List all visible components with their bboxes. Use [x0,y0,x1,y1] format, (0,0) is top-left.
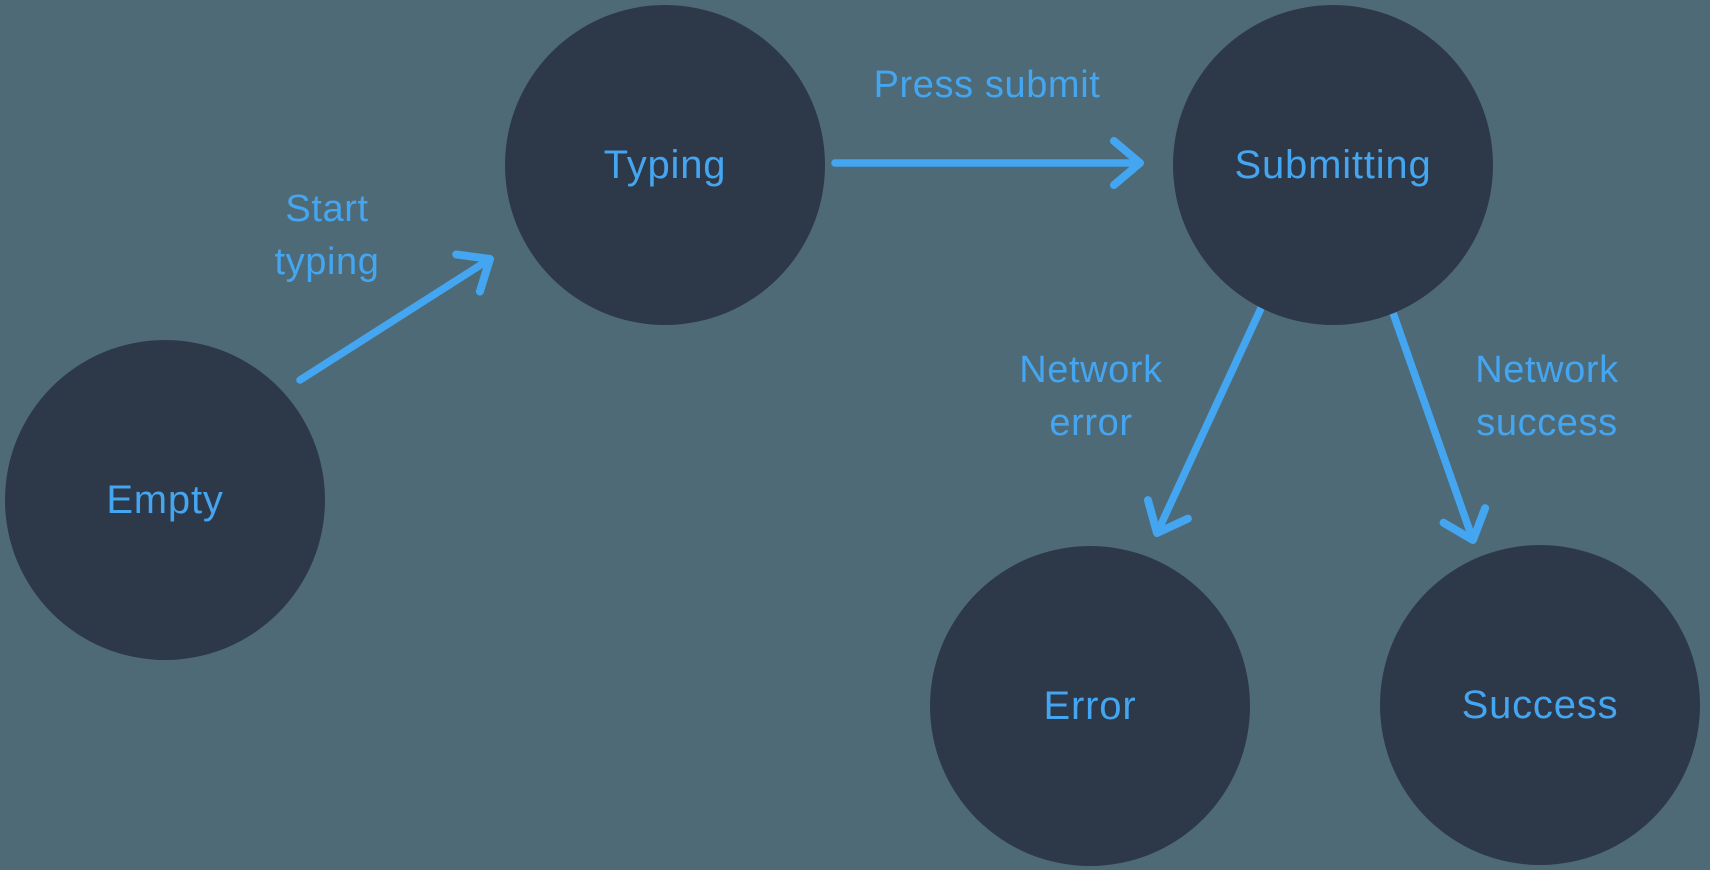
state-node-success: Success [1380,545,1700,865]
transition-label-press-submit: Press submit [873,64,1101,106]
transition-label-network-error: Network error [1019,349,1163,444]
transition-label-network-success: Network success [1475,349,1619,444]
state-node-typing: Typing [505,5,825,325]
state-label-submitting: Submitting [1234,142,1432,187]
state-node-error: Error [930,546,1250,866]
state-node-empty: Empty [5,340,325,660]
state-label-typing: Typing [603,142,727,187]
state-label-error: Error [1043,683,1137,728]
state-label-empty: Empty [106,477,224,522]
state-label-success: Success [1461,682,1619,727]
transition-label-start-typing: Start typing [274,188,380,283]
state-node-submitting: Submitting [1173,5,1493,325]
